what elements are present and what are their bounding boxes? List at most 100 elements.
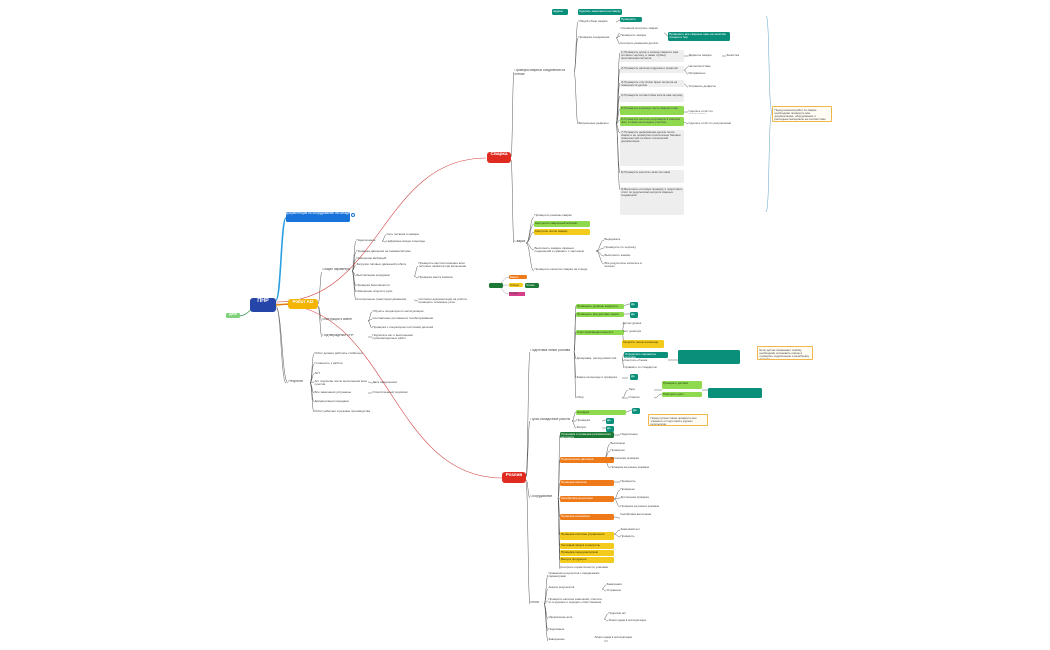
rozliv-b3-item[interactable]: Проверка перед выпуском — [560, 550, 614, 556]
rozliv-b4-item[interactable]: Завершение — [548, 638, 565, 641]
rozliv-b3-item[interactable]: Установка и проверка розливочного автома… — [560, 432, 614, 438]
rozliv-teal[interactable]: Да — [606, 426, 614, 432]
rozliv-b3-sub[interactable]: Подключено — [620, 433, 638, 436]
robot-work-item[interactable]: Загрузка типовых движений робота — [356, 263, 407, 266]
svarka-plain[interactable]: Проверить зазоры — [620, 34, 647, 37]
rozliv-b3-item[interactable]: Проверка конвейера — [560, 514, 614, 520]
rozliv-b3-sub[interactable]: Длительная проверка — [620, 496, 649, 499]
rozliv-b3-item[interactable]: Проверка системы управления — [560, 532, 614, 540]
svarka-b2-sub[interactable]: Выполнить заново — [604, 254, 631, 257]
robot-work-sub[interactable]: Сеть питания и камеры — [386, 233, 420, 236]
robot-result-item[interactable]: АКТ — [314, 372, 321, 375]
rozliv-teal-box2[interactable] — [708, 388, 762, 398]
rozliv-b3-item[interactable]: Контроль герметичности упаковки — [560, 566, 609, 569]
rozliv-b3-item[interactable]: Подключение датчиков — [560, 457, 614, 463]
rozliv-branch3[interactable]: Оборудование — [530, 495, 553, 498]
svarka-tag-zadacha[interactable]: задача — [552, 9, 568, 15]
rozliv-b1-sub[interactable]: Тест дозатора — [622, 330, 641, 333]
svarka-b2-item[interactable]: Проверить режимы сварки — [534, 214, 572, 217]
rozliv-teal[interactable]: Да — [630, 312, 638, 318]
robot-result-item[interactable]: Готовность к работе — [314, 362, 343, 365]
rozliv-b1-sub[interactable]: Определить параметры розлива — [624, 352, 668, 358]
rozliv-b3-item[interactable]: Выпуск продукции — [560, 557, 614, 563]
rozliv-b1-sub[interactable]: Отметки — [628, 396, 640, 399]
svarka-long-item[interactable]: 5) Проверить корневую часть сварного шва — [620, 106, 684, 115]
rozliv-branch1[interactable]: Подготовка линии розлива — [530, 349, 571, 352]
svarka-plain[interactable]: Основной контроль сварки — [620, 27, 658, 30]
robot-work-sub[interactable]: Согласно документации на робота проверит… — [418, 298, 467, 305]
rozliv-b3-sub[interactable]: Замечаний нет — [620, 528, 640, 531]
svarka-branch2[interactable]: Сварка — [514, 240, 526, 243]
robot-instr-label[interactable]: Инструкции к смене — [322, 318, 352, 321]
rozliv-b4-sub[interactable]: Линия сдана в эксплуатацию — [594, 636, 633, 639]
rozliv-branch2[interactable]: Пуско-наладочные работы — [530, 418, 571, 421]
svarka-long-right[interactable]: Сделать отчёт по результатам — [688, 110, 713, 114]
robot-work-sub[interactable]: Проверить местоположения всех тестовых з… — [418, 262, 467, 269]
rozliv-b3-sub[interactable]: Проверить — [620, 480, 636, 483]
topic-rozliv[interactable]: Розлив — [502, 472, 526, 483]
svarka-tag-zamechania[interactable]: Сделать замечания на сварку — [578, 9, 622, 15]
svarka-highlight[interactable]: Проверить — [620, 17, 642, 22]
rozliv-teal[interactable]: Да — [606, 418, 614, 424]
rozliv-b1-sub[interactable]: Повторить цикл — [662, 392, 702, 397]
robot-instr-item[interactable]: Обучить оператора по эксплуатации — [372, 310, 424, 313]
svarka-long-right[interactable]: Несоответствие — [688, 65, 711, 68]
rozliv-b4-sub[interactable]: Устранено — [606, 589, 622, 592]
robot-after-sub[interactable]: Подписать акт о выполнении пусконаладочн… — [372, 334, 413, 341]
svarka-b2-item[interactable]: Проверить качество сварки на стенде — [534, 268, 588, 271]
svarka-long-item[interactable]: 8) Проверить качество зачистки швов — [620, 170, 684, 183]
rozliv-b1-item[interactable]: Дозировка, расход ёмкостей — [576, 357, 617, 360]
svarka-b2-item[interactable]: Настроить сварочный аппарат — [534, 221, 590, 227]
svarka-long-right[interactable]: Зачистка — [726, 54, 740, 57]
svarka-branch1[interactable]: Проверка сварных соединений на стенде — [514, 69, 566, 75]
rozliv-b3-sub[interactable]: Проверить — [620, 535, 635, 538]
rozliv-b1-item[interactable]: Сбор — [576, 396, 584, 399]
svarka-b2-item[interactable]: Контроль после сварки — [534, 229, 590, 235]
robot-work-sub[interactable]: Цифровые входы и выходы — [386, 240, 426, 243]
rozliv-b3-sub[interactable]: Проверено — [620, 488, 635, 491]
topic-svarka[interactable]: Сварка — [487, 152, 511, 163]
topic-robot-ai2[interactable]: Робот AI2 — [288, 299, 318, 309]
rozliv-b1-sub[interactable]: Контроль объёма — [624, 359, 648, 362]
svarka-long-item[interactable]: 1) Проверить длину и ширину сварного шва… — [620, 50, 684, 62]
svarka-b2-sub[interactable]: Проверить по чертежу — [604, 246, 636, 249]
rozliv-b3-sub[interactable]: Проверено — [610, 449, 625, 452]
svarka-b1-item[interactable]: Проверка соединения — [578, 36, 610, 39]
robot-work-item[interactable]: Проверка давления на пневмосистеме — [356, 250, 411, 253]
rozliv-b3-sub[interactable]: Длительная проверка — [610, 457, 639, 460]
svarka-long-item[interactable]: 7) Проверить деформацию детали после сва… — [620, 130, 684, 166]
rozliv-b1-item[interactable]: Проверить уровень жидкости — [576, 304, 624, 309]
robot-result-item[interactable]: Робот работает в режиме производства — [314, 410, 371, 413]
svarka-highlight[interactable]: Проверить все сварные швы на наличие тре… — [668, 32, 730, 41]
svarka-long-right[interactable]: Устранить дефекты — [688, 85, 716, 88]
svarka-plain[interactable]: Контроль размеров детали — [620, 42, 659, 45]
svarka-long-item[interactable]: 9) Выполнить итоговую проверку и подгото… — [620, 187, 684, 215]
svarka-long-right[interactable]: Исправлено — [688, 72, 706, 75]
rozliv-b3-sub[interactable]: Проверка на разных режимах — [620, 505, 660, 508]
rozliv-teal-box[interactable] — [678, 350, 740, 364]
rozliv-b3-item[interactable]: Калибровка дозаторов — [560, 496, 614, 502]
rozliv-b4-item[interactable]: Проверить наличие замечаний, отметить их… — [548, 598, 603, 605]
root-topic-pnr[interactable]: ПНР — [250, 298, 276, 312]
svarka-long-right[interactable]: Сделать отчёт по результатам — [688, 122, 731, 125]
link-documentation[interactable]: Документация по оборудованию на складе — [286, 212, 350, 222]
robot-work-item[interactable]: Контрольные траектории движения — [356, 298, 407, 301]
rozliv-b4-item[interactable]: Подписание — [548, 628, 565, 631]
robot-result-item[interactable]: Акт подписан после выполнения всех пункт… — [314, 380, 368, 387]
collapse-toggle[interactable] — [351, 213, 355, 217]
robot-instr-item[interactable]: Составление регламента техобслуживания — [372, 317, 434, 320]
left-tag-date[interactable]: Дата — [226, 313, 240, 318]
rozliv-b1-sub[interactable]: Тара — [628, 388, 635, 391]
svarka-b2-sub[interactable]: Выдержать — [604, 238, 621, 241]
robot-result-item[interactable]: Документация передана — [314, 400, 349, 403]
rozliv-b2-item[interactable]: Запуск — [576, 426, 586, 429]
rozliv-teal[interactable]: Да — [630, 374, 638, 380]
robot-result-item[interactable]: Робот должен работать стабильно — [314, 352, 363, 355]
robot-result-item[interactable]: Все замечания устранены — [314, 391, 352, 394]
rozliv-b3-sub[interactable]: Калибровка выполнена — [620, 513, 652, 516]
robot-result-label[interactable]: Результат — [288, 380, 304, 383]
rozliv-b2-item[interactable]: Проверка — [576, 419, 590, 422]
rozliv-teal[interactable]: Да — [630, 302, 638, 308]
svarka-b2-item[interactable]: Выполнить замеры сварных соединений и ср… — [534, 247, 584, 254]
rozliv-b1-item[interactable]: Проверить все датчики линии — [576, 312, 624, 317]
